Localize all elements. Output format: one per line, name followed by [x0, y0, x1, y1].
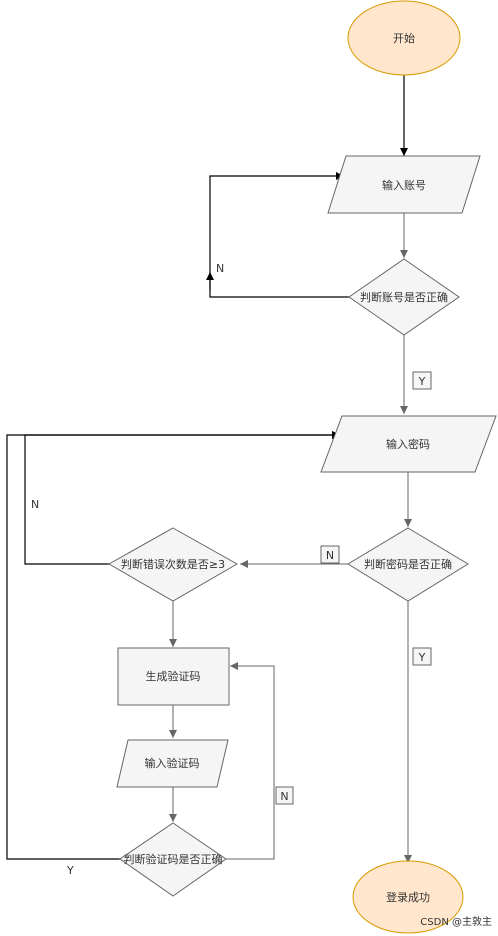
check-password-node: 判断密码是否正确: [347, 527, 469, 602]
password-yes-label: Y: [418, 651, 426, 664]
input-password-node: 输入密码: [320, 415, 497, 473]
success-node: 登录成功: [352, 860, 464, 934]
account-yes-label: Y: [418, 375, 426, 388]
code-no-label: N: [280, 790, 288, 803]
edge-code-yes-loop: [6, 431, 340, 860]
check-account-node: 判断账号是否正确: [348, 258, 460, 336]
check-error-count-label: 判断错误次数是否≥3: [121, 557, 225, 571]
account-no-label: N: [216, 262, 224, 275]
account-yes-label-box: Y: [412, 371, 432, 390]
password-yes-label-box: Y: [412, 647, 432, 666]
error-count-no-label: N: [31, 498, 39, 511]
edge-code-no-loop: [225, 662, 275, 860]
check-account-label: 判断账号是否正确: [360, 290, 448, 304]
check-password-label: 判断密码是否正确: [364, 557, 452, 571]
generate-code-node: 生成验证码: [117, 647, 230, 706]
password-no-label: N: [326, 549, 334, 562]
start-node: 开始: [347, 0, 461, 76]
edge-account-no-loop: [209, 172, 360, 298]
code-no-label-box: N: [275, 786, 294, 805]
success-label: 登录成功: [386, 890, 430, 904]
generate-code-label: 生成验证码: [146, 669, 201, 683]
input-account-node: 输入账号: [327, 155, 481, 214]
watermark: CSDN @主敦主: [420, 917, 492, 928]
check-code-node: 判断验证码是否正确: [119, 822, 227, 897]
input-account-label: 输入账号: [382, 178, 426, 192]
check-code-label: 判断验证码是否正确: [124, 852, 223, 866]
input-code-node: 输入验证码: [116, 739, 229, 788]
start-label: 开始: [393, 31, 415, 45]
password-no-label-box: N: [320, 545, 340, 564]
check-error-count-node: 判断错误次数是否≥3: [107, 527, 239, 602]
input-code-label: 输入验证码: [145, 756, 200, 770]
input-password-label: 输入密码: [386, 437, 430, 451]
code-yes-label: Y: [66, 864, 74, 877]
